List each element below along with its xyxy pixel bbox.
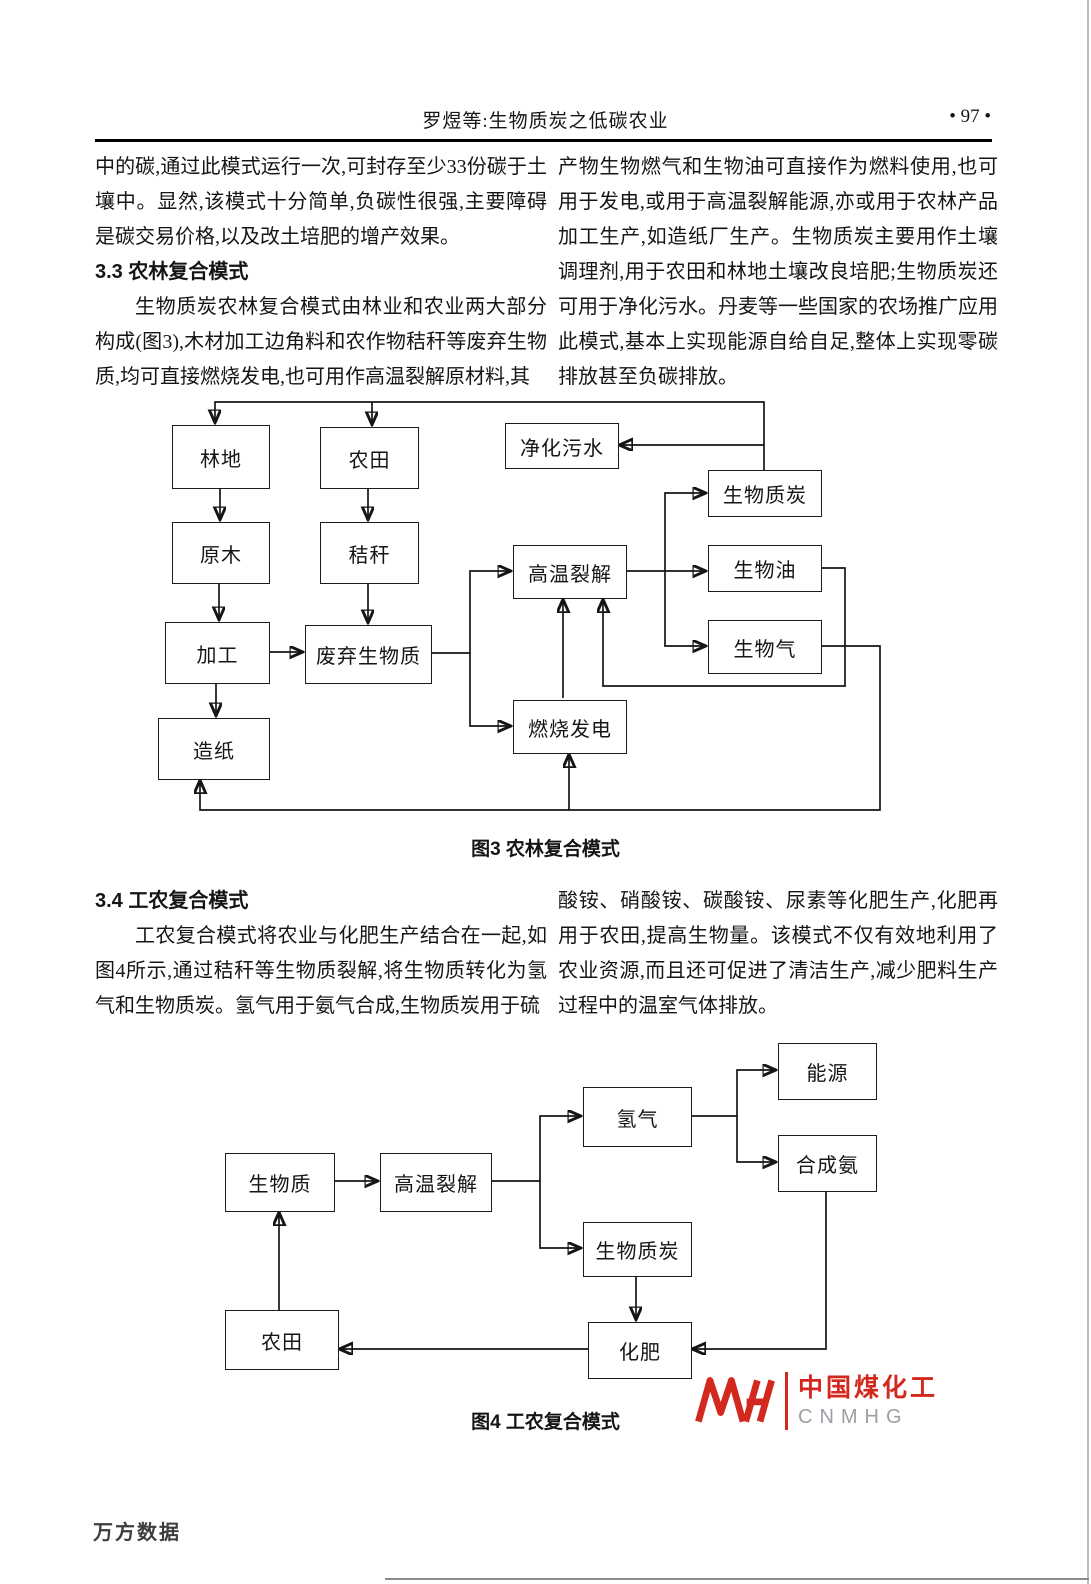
fig3-box-forest: 林地 xyxy=(172,425,270,489)
fig4-box-farmland: 农田 xyxy=(225,1310,339,1370)
right-column-mid: 酸铵、硝酸铵、碳酸铵、尿素等化肥生产,化肥再用于农田,提高生物量。该模式不仅有效… xyxy=(558,884,998,1024)
fig3-box-waste: 废弃生物质 xyxy=(305,625,432,684)
fig3-box-farmland: 农田 xyxy=(320,427,419,489)
fig3-box-straw: 秸秆 xyxy=(320,522,419,584)
wanfang-watermark: 万方数据 xyxy=(93,1522,181,1544)
logo-name-en: CNMHG xyxy=(798,1406,909,1428)
running-title: 罗煜等:生物质炭之低碳农业 xyxy=(422,111,669,132)
figure-3-arrows xyxy=(95,401,881,811)
fig3-box-logs: 原木 xyxy=(172,522,270,584)
fig3-box-biooil: 生物油 xyxy=(708,545,822,592)
logo-text: 中国煤化工 CNMHG xyxy=(798,1373,938,1429)
fig4-box-fertilizer: 化肥 xyxy=(588,1322,692,1379)
figure-3-diagram: 林地 农田 净化污水 原木 秸秆 生物质炭 高温裂解 生物油 加工 废弃生物质 … xyxy=(95,390,905,830)
section-heading-3-4: 3.4 工农复合模式 xyxy=(95,890,249,912)
fig4-box-pyrolysis: 高温裂解 xyxy=(380,1153,492,1212)
section-heading-3-3: 3.3 农林复合模式 xyxy=(95,261,249,283)
fig3-box-processing: 加工 xyxy=(165,622,270,684)
figure-4-caption: 图4 工农复合模式 xyxy=(471,1412,620,1433)
fig4-box-biochar: 生物质炭 xyxy=(583,1222,692,1277)
page-number: • 97 • xyxy=(949,106,991,127)
figure-4-arrows xyxy=(95,1030,827,1390)
left-column-mid: 3.4 工农复合模式 工农复合模式将农业与化肥生产结合在一起,如图4所示,通过秸… xyxy=(95,884,547,1024)
fig3-box-biochar: 生物质炭 xyxy=(708,470,822,517)
fig3-box-paper: 造纸 xyxy=(158,718,270,780)
left-column-top: 中的碳,通过此模式运行一次,可封存至少33份碳于土壤中。显然,该模式十分简单,负… xyxy=(95,150,547,395)
fig3-box-pyrolysis: 高温裂解 xyxy=(513,545,627,599)
cnmhg-logo-monogram xyxy=(695,1377,775,1423)
figure-3-caption: 图3 农林复合模式 xyxy=(471,839,620,860)
paragraph: 中的碳,通过此模式运行一次,可封存至少33份碳于土壤中。显然,该模式十分简单,负… xyxy=(95,156,547,248)
header-rule xyxy=(95,139,992,142)
fig3-box-sewage: 净化污水 xyxy=(505,423,619,469)
logo-divider xyxy=(785,1372,788,1430)
right-column-top: 产物生物燃气和生物油可直接作为燃料使用,也可用于发电,或用于高温裂解能源,亦或用… xyxy=(558,150,998,395)
paragraph: 酸铵、硝酸铵、碳酸铵、尿素等化肥生产,化肥再用于农田,提高生物量。该模式不仅有效… xyxy=(558,890,998,1017)
figure-4-diagram: 能源 氢气 合成氨 生物质 高温裂解 生物质炭 农田 化肥 xyxy=(95,1030,995,1390)
fig3-box-biogas: 生物气 xyxy=(708,620,822,674)
fig4-box-biomass: 生物质 xyxy=(225,1153,335,1212)
logo-name-cn: 中国煤化工 xyxy=(798,1374,939,1402)
paragraph: 产物生物燃气和生物油可直接作为燃料使用,也可用于发电,或用于高温裂解能源,亦或用… xyxy=(558,156,998,388)
fig4-box-energy: 能源 xyxy=(778,1043,877,1100)
fig4-box-ammonia: 合成氨 xyxy=(778,1135,877,1192)
fig4-box-hydrogen: 氢气 xyxy=(583,1087,692,1147)
scan-edge-bottom xyxy=(385,1578,1089,1580)
cnmhg-logo: 中国煤化工 CNMHG xyxy=(693,1372,938,1430)
fig3-box-power: 燃烧发电 xyxy=(513,700,627,754)
scan-edge-right xyxy=(1087,0,1089,1584)
paragraph: 工农复合模式将农业与化肥生产结合在一起,如图4所示,通过秸秆等生物质裂解,将生物… xyxy=(95,925,547,1017)
paragraph: 生物质炭农林复合模式由林业和农业两大部分构成(图3),木材加工边角料和农作物秸秆… xyxy=(95,296,547,388)
